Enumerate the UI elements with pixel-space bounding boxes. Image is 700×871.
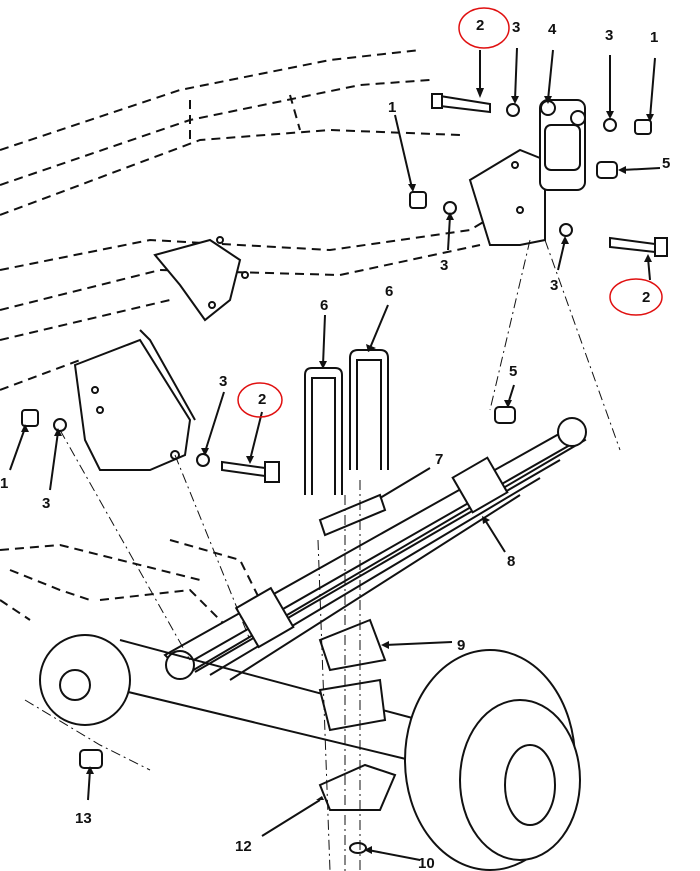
- spring-shackle: [539, 99, 586, 191]
- red-circle: [237, 382, 283, 418]
- anchor-plate: [318, 763, 397, 811]
- callout: 1: [0, 475, 8, 492]
- frame-bracket: [153, 236, 249, 322]
- callout: 12: [235, 838, 252, 855]
- callout: 5: [662, 155, 670, 172]
- callout: 2: [258, 391, 266, 408]
- rear-spring-hanger: [468, 148, 546, 246]
- callout: 5: [509, 363, 517, 380]
- callout: 6: [385, 283, 393, 300]
- callout: 10: [418, 855, 435, 871]
- leaf-spring: [163, 417, 587, 681]
- leader-arrows: [9, 47, 661, 861]
- red-circle: [458, 7, 510, 49]
- callout: 3: [605, 27, 613, 44]
- nut: [634, 119, 652, 135]
- red-annotations: [237, 7, 663, 418]
- u-bolts: [304, 349, 389, 495]
- axle-assembly: [39, 618, 581, 871]
- callout: 3: [219, 373, 227, 390]
- callout-labels: 2 3 4 3 1 1 5 3 3 2 6 6 3 2 5 7 1 3 8 9 …: [0, 17, 670, 871]
- callout: 4: [548, 21, 557, 38]
- callout: 3: [512, 19, 520, 36]
- callout: 1: [388, 99, 396, 116]
- alignment-lines: [24, 239, 621, 871]
- red-circle: [609, 278, 663, 316]
- callout: 8: [507, 553, 515, 570]
- callout: 1: [650, 29, 658, 46]
- callout: 13: [75, 810, 92, 827]
- hardware: [21, 93, 668, 854]
- callout: 3: [550, 277, 558, 294]
- callout: 2: [476, 17, 484, 34]
- vehicle-frame: [0, 49, 521, 641]
- callout: 7: [435, 451, 443, 468]
- washer: [506, 103, 520, 117]
- callout: 6: [320, 297, 328, 314]
- front-spring-hanger: [73, 329, 196, 471]
- spring-seat: [318, 618, 387, 672]
- bushing: [596, 161, 618, 179]
- spring-plate: [318, 493, 387, 537]
- callout: 2: [642, 289, 650, 306]
- callout: 3: [440, 257, 448, 274]
- callout: 9: [457, 637, 465, 654]
- callout: 3: [42, 495, 50, 512]
